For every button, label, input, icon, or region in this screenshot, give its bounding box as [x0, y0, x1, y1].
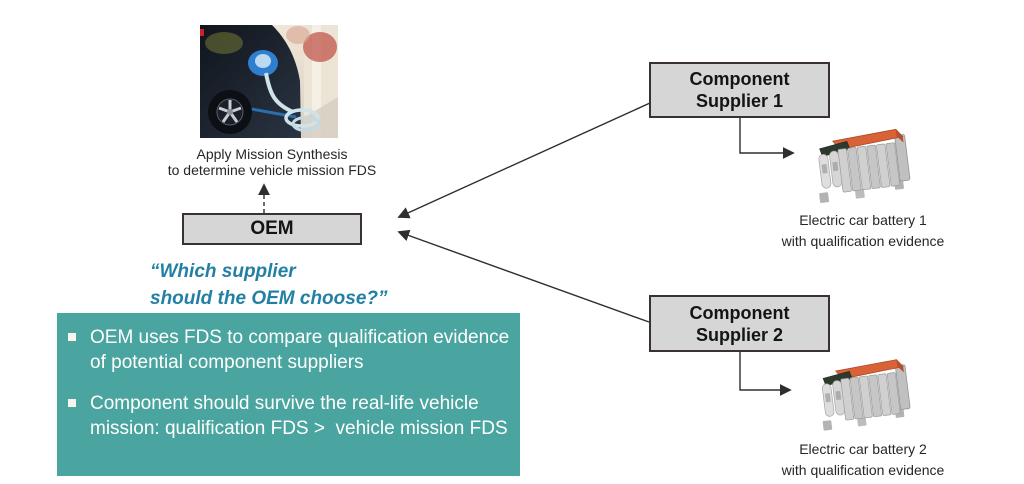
arrow-supplier2-to-battery2 [739, 352, 792, 396]
arrow-supplier1-to-battery1 [739, 118, 795, 159]
oem-box: OEM [182, 213, 362, 245]
arrow-supplier2-to-oem [397, 229, 650, 323]
quote-line1: “Which supplier [150, 261, 296, 282]
key-point-item-1: OEM uses FDS to compare qualification ev… [57, 325, 520, 375]
supplier2-label-line1: Component [689, 302, 790, 323]
battery2-caption-line1: Electric car battery 2 [799, 441, 927, 457]
component-supplier-2-box: Component Supplier 2 [649, 295, 830, 352]
battery-pack-art [822, 359, 911, 431]
square-bullet-icon [68, 399, 76, 407]
battery1-caption: Electric car battery 1 with qualificatio… [758, 210, 968, 252]
battery-pack-1-image [806, 126, 914, 204]
supplier1-label-line2: Supplier 1 [695, 91, 784, 111]
mission-synthesis-caption-line1: Apply Mission Synthesis [196, 146, 348, 162]
battery-pack-2-image [810, 356, 914, 432]
ev-charging-photo-art [200, 25, 338, 138]
key-point-text-1: OEM uses FDS to compare qualification ev… [90, 327, 515, 373]
battery-pack-art [818, 128, 911, 204]
arrow-supplier1-to-oem [397, 102, 651, 219]
supplier2-label-line2: Supplier 2 [695, 324, 784, 345]
supplier-question-quote: “Which supplier should the OEM choose?” [150, 258, 388, 312]
quote-line2: should the OEM choose?” [150, 288, 388, 309]
battery1-caption-line2: with qualification evidence [781, 233, 945, 249]
key-point-item-2: Component should survive the real-life v… [57, 391, 520, 441]
battery2-caption-line2: with qualification evidence [781, 462, 945, 478]
battery1-caption-line1: Electric car battery 1 [799, 212, 927, 228]
battery2-caption: Electric car battery 2 with qualificatio… [758, 439, 968, 481]
mission-synthesis-caption-line2: to determine vehicle mission FDS [167, 162, 377, 178]
mission-synthesis-caption: Apply Mission Synthesis to determine veh… [152, 146, 392, 178]
component-supplier-1-box: Component Supplier 1 [649, 62, 830, 118]
key-points-panel: OEM uses FDS to compare qualification ev… [57, 313, 520, 476]
supplier1-label-line1: Component [689, 69, 790, 89]
key-point-text-2: Component should survive the real-life v… [90, 393, 508, 439]
oem-box-label: OEM [250, 218, 294, 239]
square-bullet-icon [68, 333, 76, 341]
ev-charging-photo [200, 25, 338, 138]
